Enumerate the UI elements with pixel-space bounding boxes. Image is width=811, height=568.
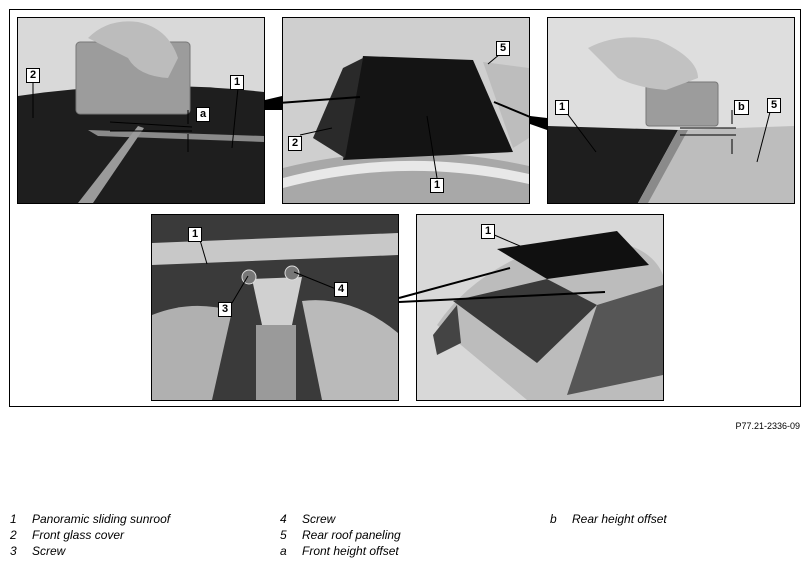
legend-item: a Front height offset — [280, 544, 530, 560]
callout-p5-1: 1 — [481, 224, 496, 239]
legend-key: 2 — [10, 528, 17, 542]
legend-text: Screw — [302, 512, 336, 526]
callout-p4-1: 1 — [188, 227, 203, 242]
photo-rear-height-check — [547, 17, 795, 204]
photo-sunroof-overview — [282, 17, 530, 204]
photo-vehicle-roof — [416, 214, 664, 401]
legend-text: Rear roof paneling — [302, 528, 401, 542]
photo-rear-height-check-image — [548, 18, 794, 203]
legend-item: 5 Rear roof paneling — [280, 528, 530, 544]
legend: 1 Panoramic sliding sunroof 2 Front glas… — [10, 512, 800, 562]
legend-key: 5 — [280, 528, 287, 542]
legend-item: 4 Screw — [280, 512, 530, 528]
callout-p1-2: 2 — [26, 68, 41, 83]
photo-screws-detail-image — [152, 215, 398, 400]
photo-vehicle-roof-image — [417, 215, 663, 400]
legend-key: 4 — [280, 512, 287, 526]
callout-p2-2: 2 — [288, 136, 303, 151]
callout-p3-1: 1 — [555, 100, 570, 115]
photo-front-height-check — [17, 17, 265, 204]
callout-p1-1: 1 — [230, 75, 245, 90]
legend-text: Rear height offset — [572, 512, 667, 526]
legend-text: Front height offset — [302, 544, 399, 558]
callout-p2-1: 1 — [430, 178, 445, 193]
callout-p4-4: 4 — [334, 282, 349, 297]
photo-screws-detail — [151, 214, 399, 401]
legend-item: b Rear height offset — [550, 512, 790, 528]
legend-item: 3 Screw — [10, 544, 260, 560]
callout-p1-a: a — [196, 107, 211, 122]
legend-text: Screw — [32, 544, 66, 558]
callout-p3-b: b — [734, 100, 749, 115]
legend-text: Front glass cover — [32, 528, 125, 542]
legend-item: 2 Front glass cover — [10, 528, 260, 544]
legend-key: 1 — [10, 512, 17, 526]
photo-sunroof-overview-image — [283, 18, 529, 203]
callout-p2-5: 5 — [496, 41, 511, 56]
legend-key: a — [280, 544, 287, 558]
legend-text: Panoramic sliding sunroof — [32, 512, 171, 526]
legend-key: b — [550, 512, 557, 526]
legend-item: 1 Panoramic sliding sunroof — [10, 512, 260, 528]
callout-p3-5: 5 — [767, 98, 782, 113]
callout-p4-3: 3 — [218, 302, 233, 317]
legend-key: 3 — [10, 544, 17, 558]
photo-front-height-check-image — [18, 18, 264, 203]
figure-reference: P77.21-2336-09 — [735, 421, 800, 431]
